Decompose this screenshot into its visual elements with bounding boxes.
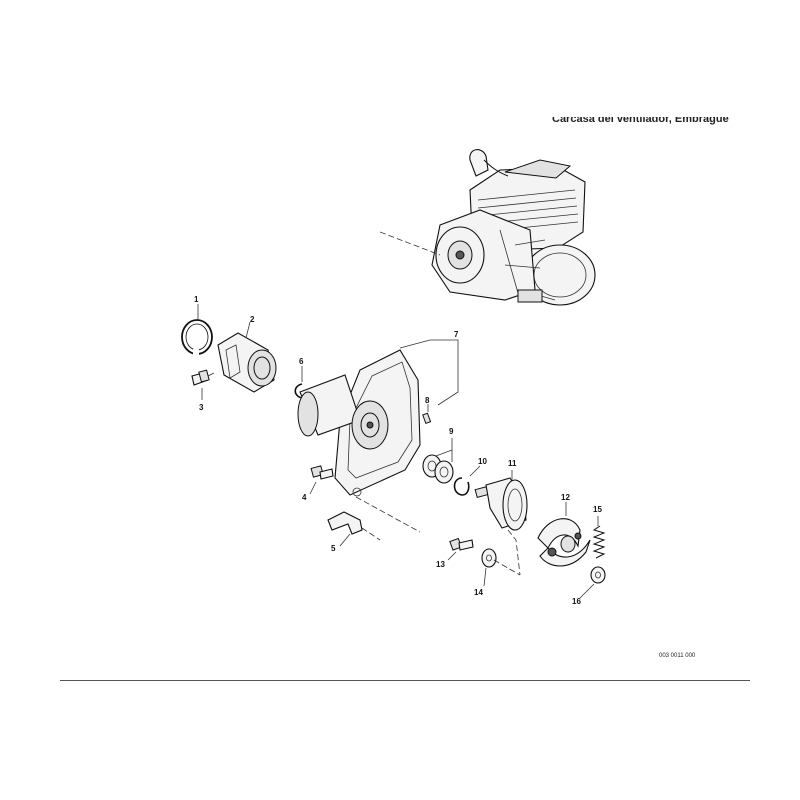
callout-2: 2	[250, 315, 255, 324]
part-15-spring	[592, 525, 606, 559]
callout-9: 9	[449, 427, 454, 436]
part-1-circlip	[181, 319, 213, 355]
callout-3: 3	[199, 403, 204, 412]
callout-13: 13	[436, 560, 445, 569]
diagram-title: Carcasa del ventilador, Embrague	[552, 113, 729, 125]
part-12-clutch-shoes	[537, 518, 591, 567]
part-13-bolt	[449, 537, 474, 551]
part-9-bearings	[422, 454, 454, 484]
part-10-snap-ring	[453, 477, 470, 496]
part-5-clip	[327, 511, 363, 535]
callout-11: 11	[508, 459, 517, 468]
callout-1: 1	[194, 295, 199, 304]
part-8-pin	[422, 412, 432, 425]
callout-8: 8	[425, 396, 430, 405]
callout-7: 7	[454, 330, 459, 339]
engine-assembly	[431, 149, 596, 306]
part-2-bushing	[217, 332, 277, 393]
part-4-bolt	[310, 465, 334, 480]
callout-14: 14	[474, 588, 483, 597]
part-11-clutch-drum	[474, 477, 528, 531]
callout-numbers: 1 2 3 4 5 6 7 8 9 10 11 12 13 14 15 16	[194, 295, 602, 606]
callout-16: 16	[572, 597, 581, 606]
callout-10: 10	[478, 457, 487, 466]
part-16-washer	[590, 566, 606, 584]
alignment-line-engine	[379, 231, 441, 256]
callout-4: 4	[302, 493, 307, 502]
part-14-washer	[481, 548, 497, 568]
part-6-clip	[294, 383, 303, 399]
drawing-code: 003 0011 000	[659, 653, 696, 659]
part-3-screw	[191, 369, 215, 386]
page-rule	[60, 680, 750, 681]
callout-5: 5	[331, 544, 336, 553]
callout-12: 12	[561, 493, 570, 502]
leader-lines	[197, 304, 599, 599]
callout-6: 6	[299, 357, 304, 366]
part-7-fan-housing	[297, 349, 421, 497]
callout-15: 15	[593, 505, 602, 514]
